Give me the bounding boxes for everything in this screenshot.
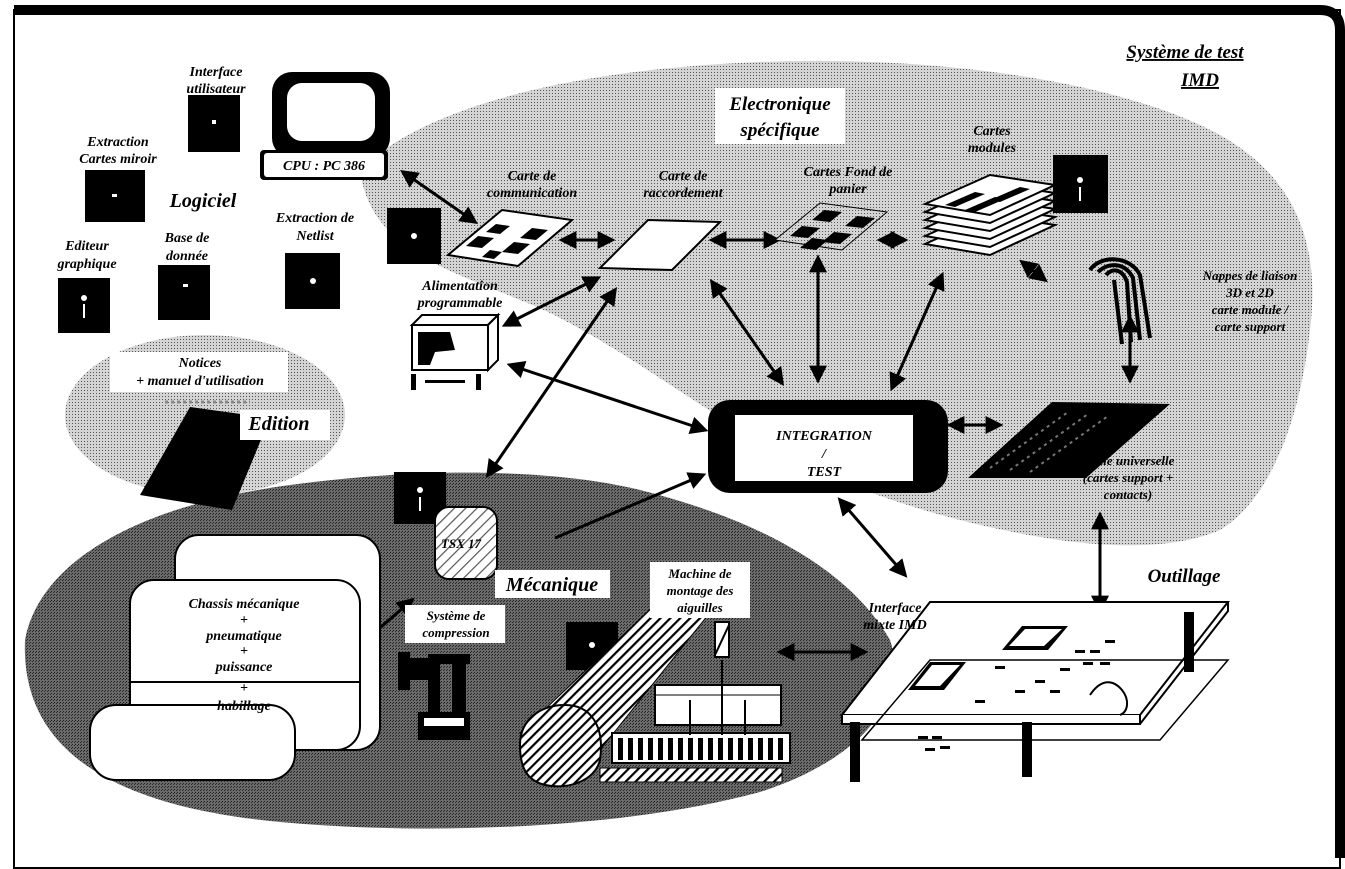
machine-label-2: montage des <box>667 583 734 598</box>
grille-label-1: Grille universelle <box>1082 453 1175 468</box>
nappes-label-3: carte module / <box>1212 302 1290 317</box>
modules-label-1: Cartes <box>973 124 1011 139</box>
chassis-label-2: + <box>240 613 248 628</box>
chassis-label-6: + <box>240 681 248 696</box>
edition-note-2: + manuel d'utilisation <box>136 374 264 389</box>
extraction-miroir-1: Extraction <box>86 135 149 150</box>
edition-note-1: Notices <box>178 356 222 371</box>
nappes-label-4: carte support <box>1215 319 1286 334</box>
title-line2: IMD <box>1180 70 1219 91</box>
compression-label-2: compression <box>422 625 489 640</box>
tsx-label: TSX 17 <box>441 536 482 551</box>
fond-label-2: panier <box>828 182 867 197</box>
interface-mixte-1: Interface <box>868 601 922 616</box>
extraction-miroir-2: Cartes miroir <box>79 152 157 167</box>
machine-label-1: Machine de <box>667 566 731 581</box>
fond-label-1: Cartes Fond de <box>804 165 893 180</box>
title-line1: Système de test <box>1126 42 1244 63</box>
compression-label-1: Système de <box>427 608 486 623</box>
raccord-label-2: raccordement <box>643 186 723 201</box>
center-line1: INTEGRATION <box>775 429 873 444</box>
alim-label-1: Alimentation <box>421 279 498 294</box>
nappes-label-2: 3D et 2D <box>1225 285 1274 300</box>
alim-label-2: programmable <box>417 296 503 311</box>
editeur-label-1: Editeur <box>64 239 109 254</box>
netlist-label-2: Netlist <box>295 229 334 244</box>
chassis-label-5: puissance <box>215 660 273 675</box>
modules-label-2: modules <box>968 141 1017 156</box>
nappes-label-1: Nappes de liaison <box>1202 268 1298 283</box>
comm-label-1: Carte de <box>508 169 557 184</box>
mecanique-label: Mécanique <box>505 574 598 596</box>
grille-label-3: contacts) <box>1104 487 1152 502</box>
floppy-disk-icon <box>188 95 240 152</box>
comm-label-2: communication <box>487 186 577 201</box>
floppy-disk-icon <box>285 253 340 309</box>
chassis-label-7: habillage <box>217 699 271 714</box>
logiciel-label: Logiciel <box>169 190 237 212</box>
outillage-label: Outillage <box>1148 566 1221 587</box>
interface-label-1: Interface <box>189 65 243 80</box>
floppy-disk-icon <box>1053 155 1108 213</box>
chassis-label-1: Chassis mécanique <box>189 597 300 612</box>
alimentation-box-icon <box>411 315 498 390</box>
raccord-label-1: Carte de <box>659 169 708 184</box>
grille-label-2: (cartes support + <box>1083 470 1173 485</box>
netlist-label-1: Extraction de <box>275 211 354 226</box>
interface-label-2: utilisateur <box>186 82 246 97</box>
floppy-disk-icon <box>85 170 145 222</box>
base-label-2: donnée <box>166 249 208 264</box>
floppy-disk-icon <box>387 208 441 264</box>
machine-label-3: aiguilles <box>677 600 723 615</box>
center-line3: TEST <box>807 465 843 480</box>
cpu-label: CPU : PC 386 <box>283 159 365 174</box>
chassis-label-4: + <box>240 644 248 659</box>
chassis-label-3: pneumatique <box>205 629 281 644</box>
floppy-disk-icon <box>158 265 210 320</box>
floppy-disk-icon <box>58 278 110 333</box>
interface-mixte-2: mixte IMD <box>863 618 926 633</box>
editeur-label-2: graphique <box>56 257 116 272</box>
base-label-1: Base de <box>164 231 210 246</box>
edition-label: Edition <box>247 413 309 435</box>
electronique-line1: Electronique <box>728 94 831 115</box>
electronique-line2: spécifique <box>739 120 820 141</box>
